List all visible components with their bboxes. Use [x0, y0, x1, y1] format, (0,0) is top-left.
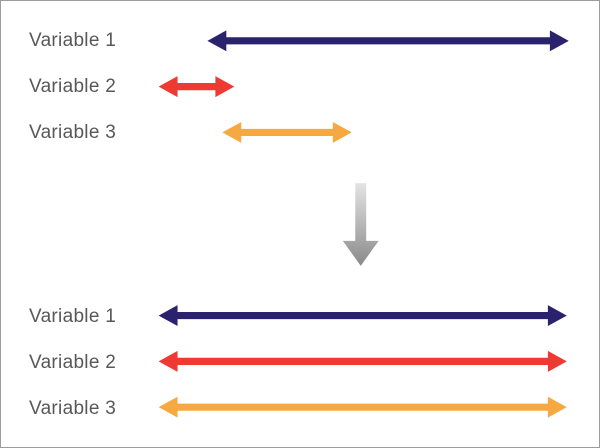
label-before-variable-1: Variable 1 — [29, 30, 117, 51]
transform-down-arrow — [342, 183, 379, 266]
after-range-arrow-2 — [158, 350, 567, 372]
after-range-arrow-3 — [158, 396, 567, 418]
label-after-variable-3: Variable 3 — [29, 398, 117, 419]
label-after-variable-1: Variable 1 — [29, 306, 117, 327]
before-range-arrow-2 — [158, 76, 235, 98]
variable-range-arrows — [158, 30, 569, 418]
label-before-variable-2: Variable 2 — [29, 76, 117, 97]
label-after-variable-2: Variable 2 — [29, 352, 117, 373]
after-range-arrow-1 — [158, 305, 567, 327]
before-range-arrow-3 — [222, 121, 352, 143]
label-before-variable-3: Variable 3 — [29, 122, 117, 143]
before-range-arrow-1 — [207, 30, 569, 52]
